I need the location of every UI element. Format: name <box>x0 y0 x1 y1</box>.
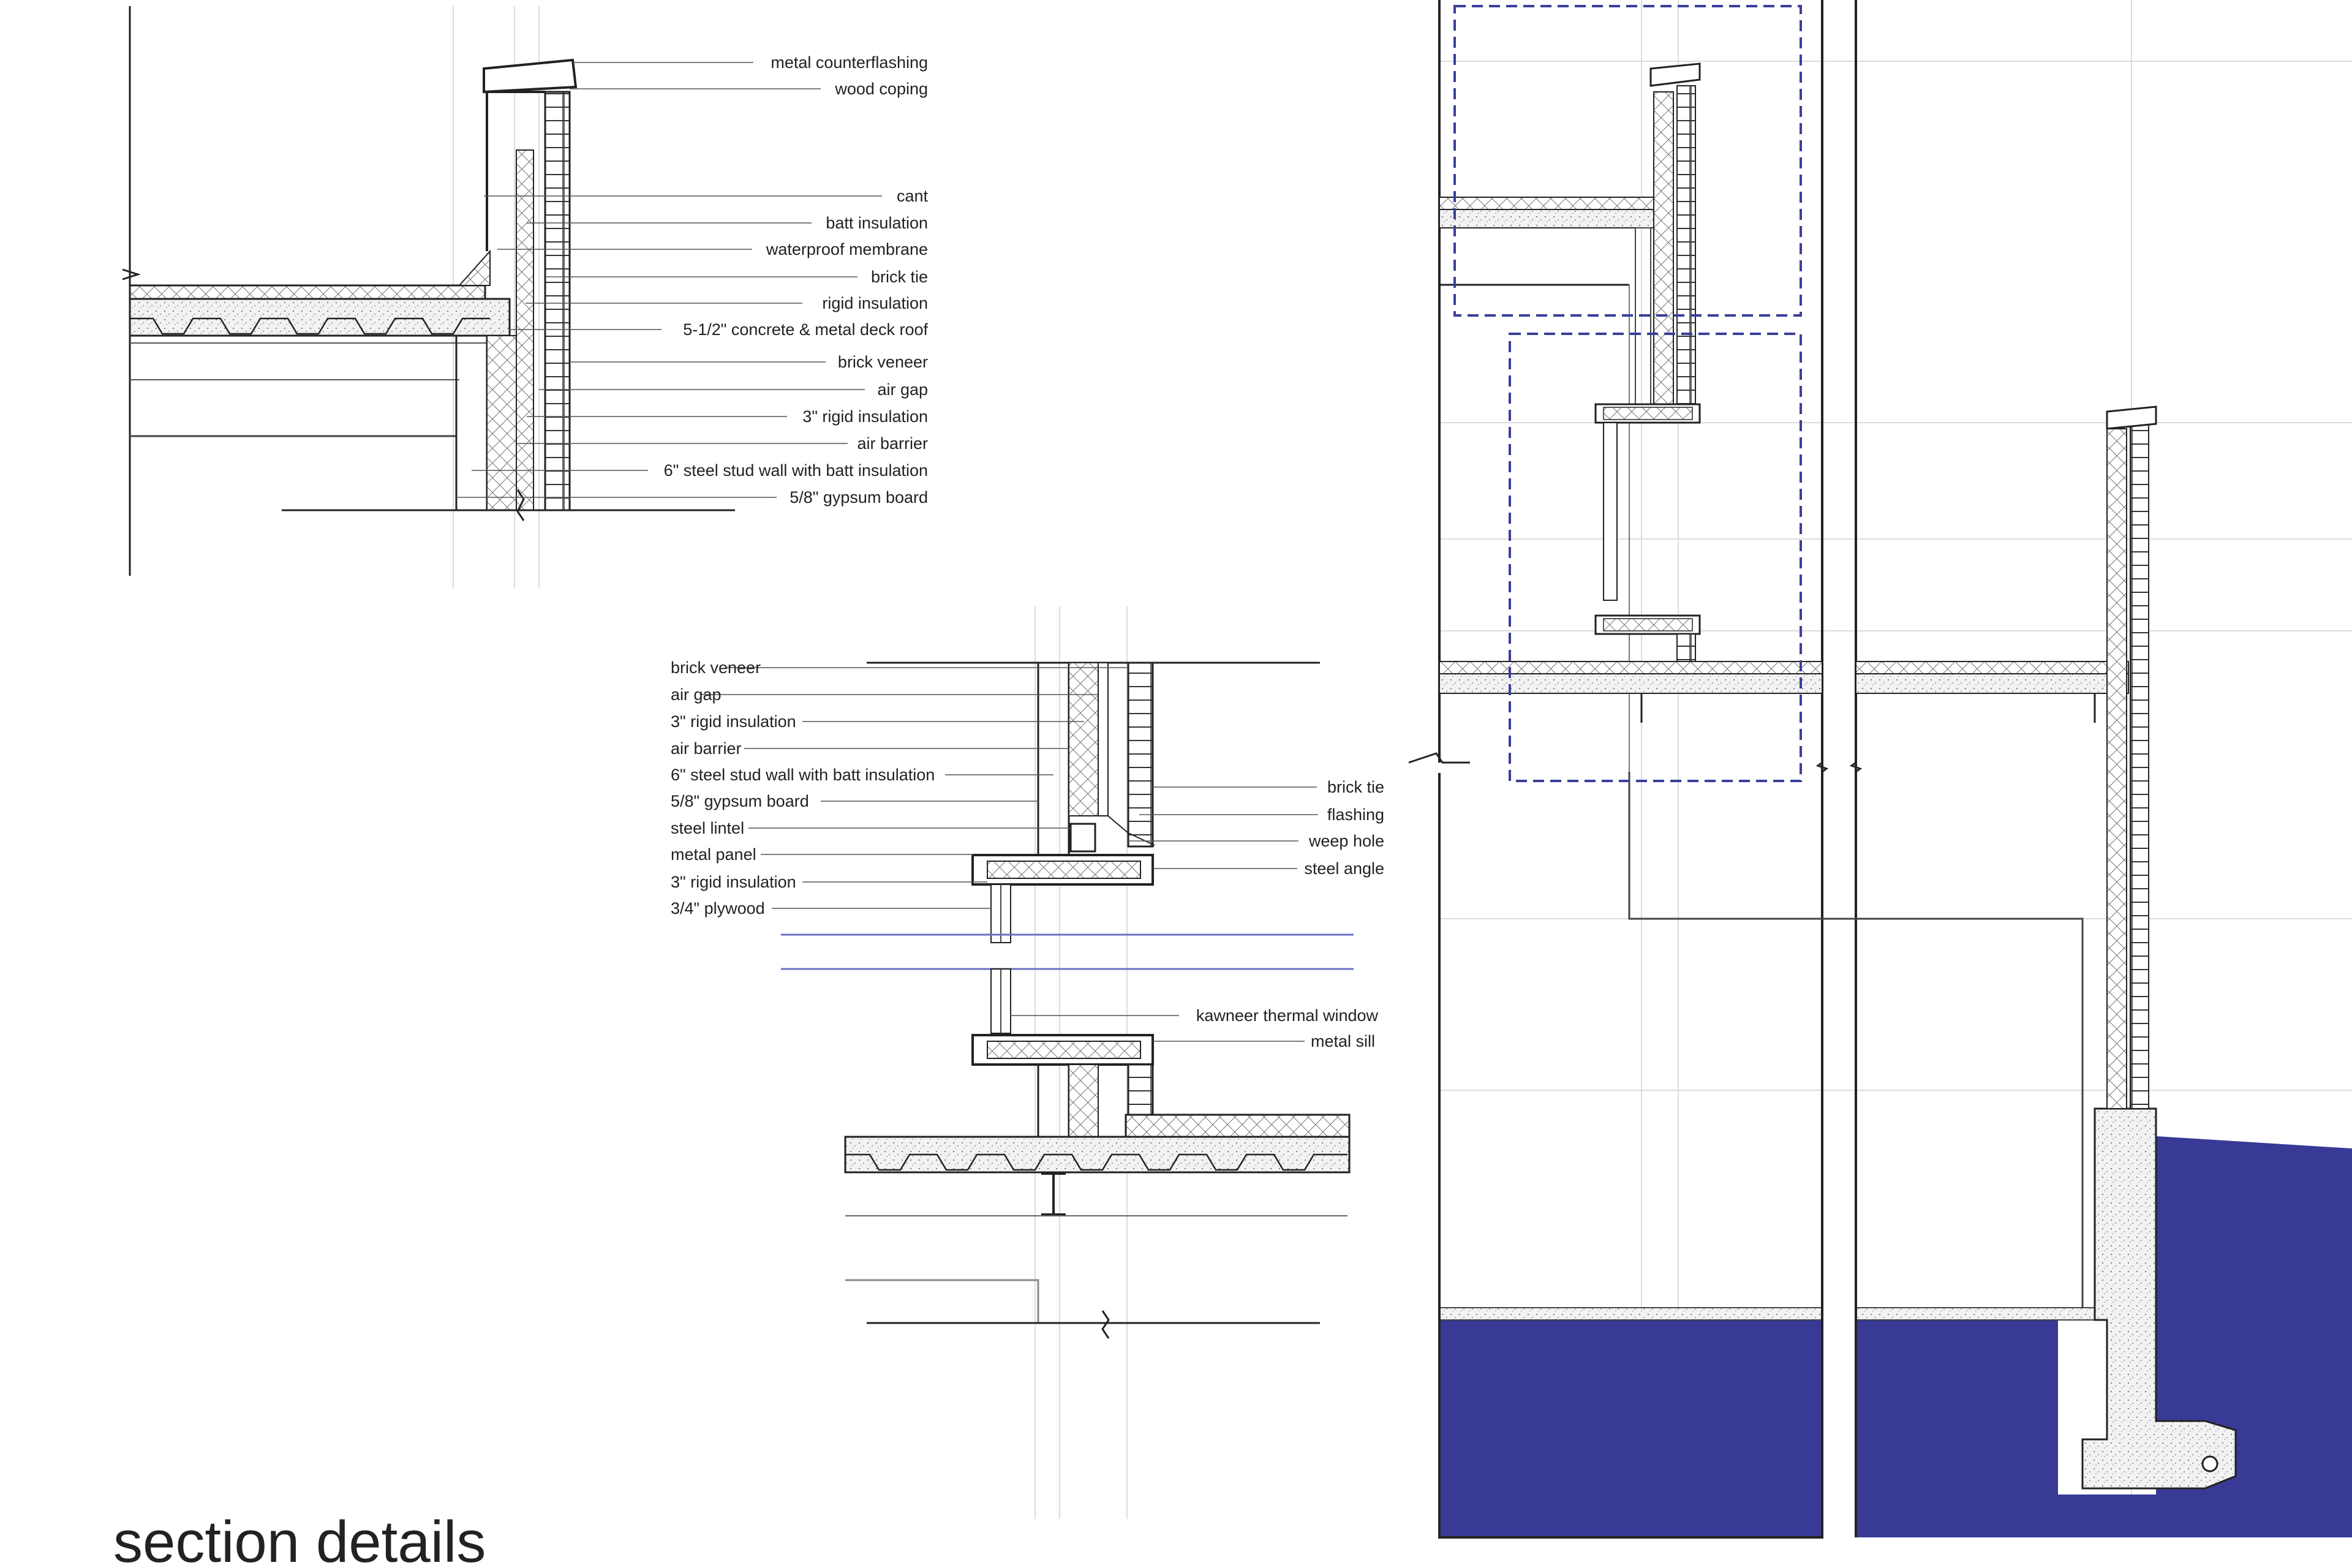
roof-label: metal counterflashing <box>771 53 928 72</box>
roof-label: 3" rigid insulation <box>802 407 928 426</box>
roof-label: air barrier <box>857 434 928 453</box>
roof-label: 5/8" gypsum board <box>790 488 928 507</box>
roof-leaders <box>456 62 882 498</box>
window-label: 3/4" plywood <box>671 899 765 918</box>
window-detail-labels-left: brick veneer air gap 3" rigid insulation… <box>671 658 935 918</box>
window-label: 6" steel stud wall with batt insulation <box>671 766 935 784</box>
window-label: steel angle <box>1304 859 1384 878</box>
window-detail <box>781 662 1354 1339</box>
roof-label: brick tie <box>871 268 928 286</box>
window-label: flashing <box>1327 805 1384 824</box>
soil-fill <box>1439 1317 1822 1537</box>
window-label: brick veneer <box>671 658 761 677</box>
roof-label: waterproof membrane <box>766 240 928 258</box>
window-label: 5/8" gypsum board <box>671 792 809 810</box>
window-detail-labels-right: brick tie flashing weep hole steel angle… <box>1196 778 1384 1050</box>
roof-label: wood coping <box>834 80 928 98</box>
window-label: weep hole <box>1308 832 1384 850</box>
window-label: air gap <box>671 685 722 704</box>
roof-label: batt insulation <box>826 214 928 232</box>
sheet-title: section details <box>113 1509 486 1568</box>
roof-label: rigid insulation <box>822 294 928 312</box>
soil-fill <box>2058 1136 2352 1537</box>
window-label: air barrier <box>671 739 742 758</box>
roof-label: air gap <box>877 380 928 399</box>
window-label: 3" rigid insulation <box>671 712 796 731</box>
roof-label: 6" steel stud wall with batt insulation <box>664 461 928 480</box>
roof-parapet-detail <box>122 6 735 576</box>
roof-label: 5-1/2" concrete & metal deck roof <box>683 320 928 339</box>
roof-label: cant <box>897 187 929 205</box>
soil-fill <box>1856 1317 2058 1537</box>
wall-section <box>1408 0 2352 1539</box>
window-leaders <box>701 667 1318 1042</box>
window-label: 3" rigid insulation <box>671 873 796 891</box>
window-label: kawneer thermal window <box>1196 1006 1379 1025</box>
window-label: steel lintel <box>671 819 744 837</box>
roof-detail-labels: metal counterflashing wood coping cant b… <box>664 53 929 507</box>
window-label: metal panel <box>671 845 756 864</box>
window-label: metal sill <box>1311 1032 1375 1050</box>
roof-label: brick veneer <box>838 353 928 371</box>
window-label: brick tie <box>1327 778 1384 796</box>
